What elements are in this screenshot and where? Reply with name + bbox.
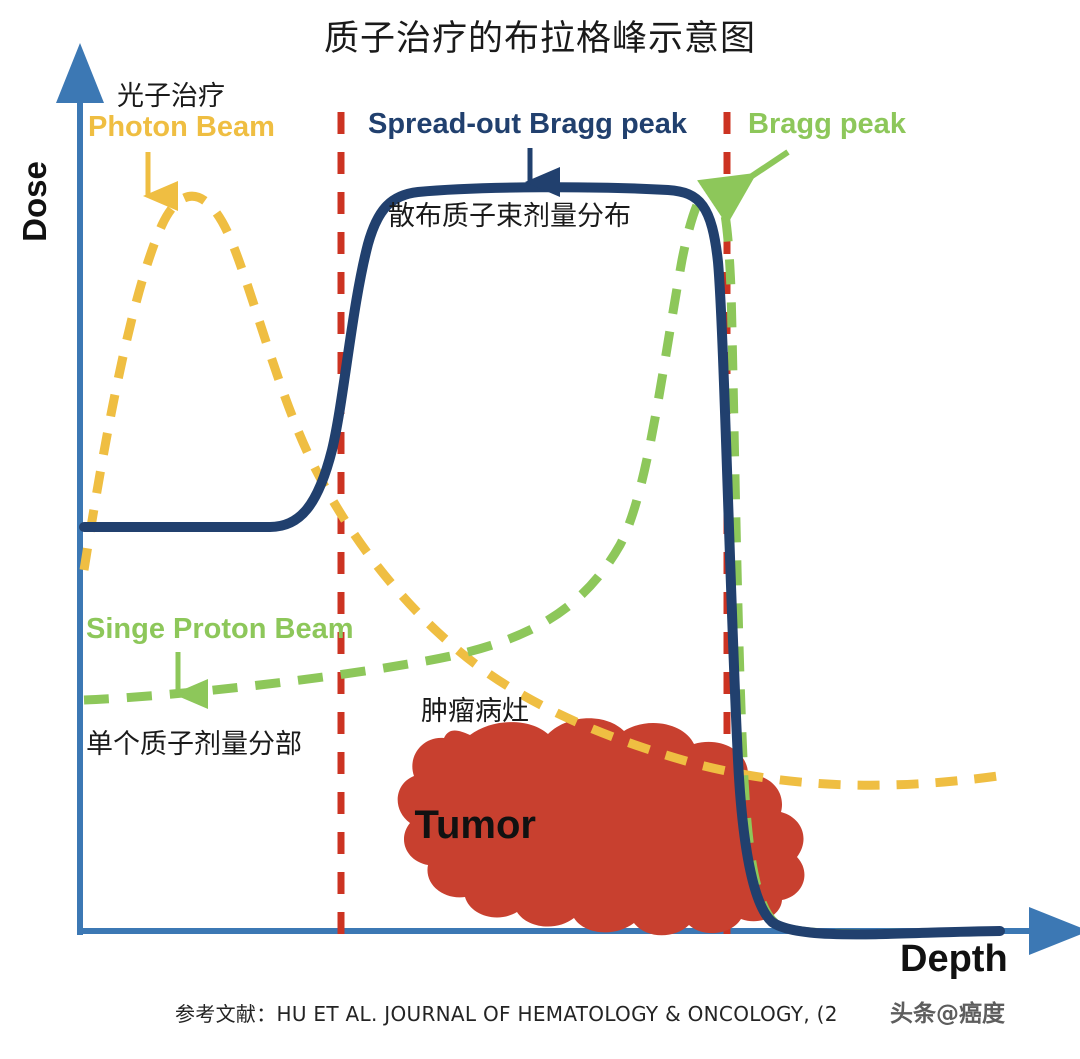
page-title: 质子治疗的布拉格峰示意图	[323, 19, 756, 59]
spread-out-bragg-peak-label-cn: 散布质子束剂量分布	[388, 201, 631, 232]
single-proton-beam-label-cn: 单个质子剂量分部	[86, 729, 302, 760]
single-proton-beam-label-en: Singe Proton Beam	[86, 613, 354, 645]
bragg-peak-label-en: Bragg peak	[748, 108, 906, 140]
reference-citation: 参考文献：HU ET AL. JOURNAL OF HEMATOLOGY & O…	[175, 1002, 838, 1026]
photon-beam-label-cn: 光子治疗	[117, 81, 225, 112]
watermark: 头条@癌度	[890, 1001, 1005, 1027]
photon-beam-label-en: Photon Beam	[88, 111, 275, 143]
tumor-blob	[397, 718, 805, 936]
tumor-label-en: Tumor	[414, 803, 536, 847]
x-axis-label: Depth	[900, 938, 1008, 980]
photon-beam-curve	[79, 191, 1006, 790]
tumor-label-cn: 肿瘤病灶	[421, 696, 529, 727]
spread-out-bragg-peak-label-en: Spread-out Bragg peak	[368, 108, 688, 140]
bragg-annotation-arrow	[697, 149, 790, 226]
y-axis-label: Dose	[15, 161, 53, 242]
